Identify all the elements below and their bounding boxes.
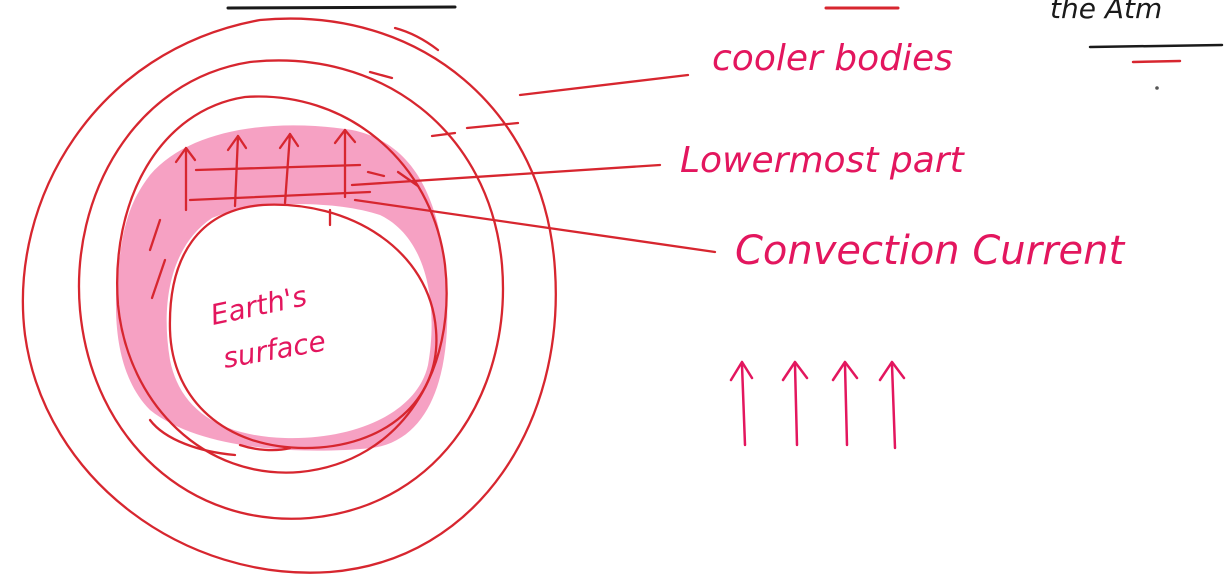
convection-stroke-left-2 xyxy=(150,258,167,300)
outer-ring-tail xyxy=(393,26,440,52)
third-ring xyxy=(116,95,448,474)
up-arrow-icon xyxy=(729,360,754,447)
hatch-lower-2 xyxy=(396,170,420,188)
convection-arrows xyxy=(148,128,372,300)
atmosphere-highlight xyxy=(115,125,448,451)
label-surface: surface xyxy=(220,324,328,374)
header-strokes xyxy=(226,5,1224,90)
hatch-lower-1 xyxy=(366,170,386,178)
convection-stroke-left xyxy=(148,218,162,252)
leader-convection-current xyxy=(353,198,717,254)
up-arrow-icon xyxy=(174,146,197,212)
convection-baseline xyxy=(188,190,372,202)
leader-lowermost-part xyxy=(350,163,662,187)
label-earth: Earth's xyxy=(208,279,310,332)
earth-surface-tail xyxy=(238,443,292,452)
outer-ring xyxy=(21,17,557,574)
earth-rings xyxy=(21,17,557,574)
up-arrow-icon xyxy=(278,132,300,205)
leader-cooler-bodies xyxy=(518,73,690,97)
surface-arrows xyxy=(729,360,906,450)
second-ring xyxy=(77,59,505,520)
up-arrow-icon xyxy=(878,360,906,450)
header-underline-black-left xyxy=(226,5,457,10)
label-leaders xyxy=(350,73,717,254)
up-arrow-icon xyxy=(226,134,248,208)
convection-topline xyxy=(194,163,362,172)
header-dot xyxy=(1155,86,1159,90)
label-convection-current: Convection Current xyxy=(735,228,1125,274)
up-arrow-icon xyxy=(831,360,859,447)
header-text-fragment: the Atm xyxy=(1050,0,1162,25)
up-arrow-icon xyxy=(781,360,809,447)
third-ring-tail xyxy=(148,418,237,457)
earth-surface-circle xyxy=(168,203,438,450)
label-lowermost-part: Lowermost part xyxy=(680,140,966,181)
hatch-band-2 xyxy=(465,121,520,130)
label-cooler-bodies: cooler bodies xyxy=(712,38,953,79)
hatch-band-1 xyxy=(430,131,457,138)
up-arrow-icon xyxy=(333,128,357,199)
hatch-outer-1 xyxy=(368,70,394,80)
header-underline-black-right xyxy=(1088,43,1224,49)
header-mark-red xyxy=(1131,59,1182,64)
